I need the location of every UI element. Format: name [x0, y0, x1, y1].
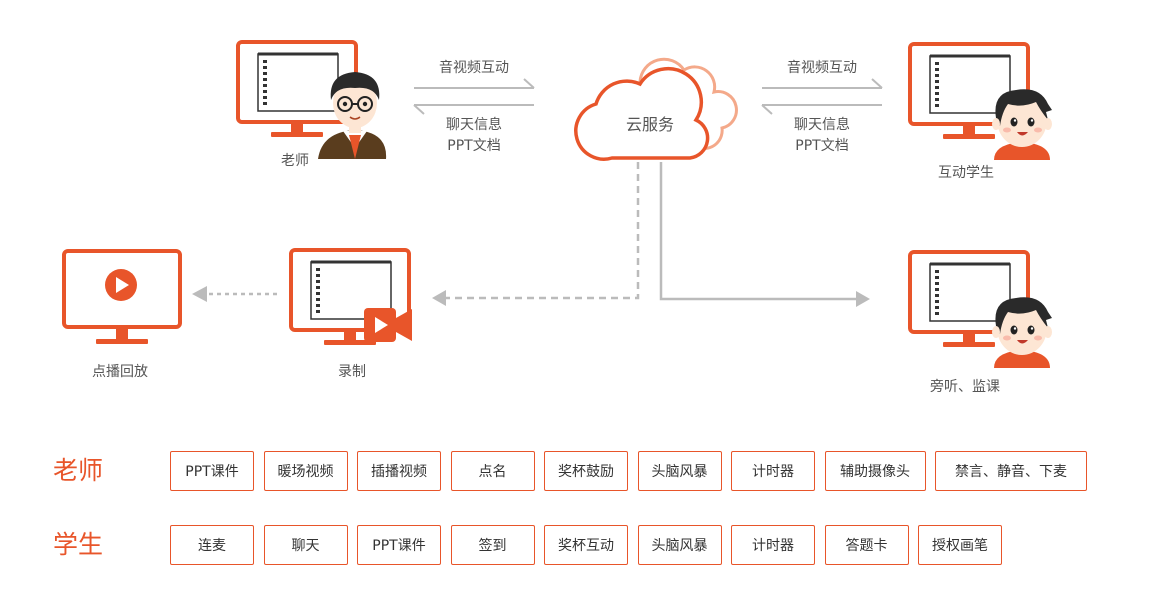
student-feature-chip: 聊天 — [263, 525, 348, 565]
student-feature-chip: PPT课件 — [357, 525, 441, 565]
video-camera-icon — [364, 308, 412, 342]
right-exchange-arrows — [761, 78, 883, 115]
link-label-av-left: 音视频互动 — [439, 60, 509, 76]
student-feature-chip: 连麦 — [170, 525, 254, 565]
teacher-feature-chip: 辅助摄像头 — [824, 451, 926, 491]
record-label: 录制 — [338, 364, 366, 380]
student-feature-chip: 签到 — [450, 525, 535, 565]
link-label-chat-left: 聊天信息 — [446, 117, 502, 133]
teacher-label: 老师 — [281, 153, 309, 169]
student-row-title: 学生 — [53, 530, 104, 559]
link-label-chat-right: 聊天信息 — [794, 117, 850, 133]
teacher-feature-chip: 插播视频 — [357, 451, 441, 491]
teacher-feature-chip: 点名 — [450, 451, 535, 491]
cloud-label: 云服务 — [625, 115, 675, 134]
audit-label: 旁听、监课 — [930, 379, 1000, 395]
teacher-feature-chip: 计时器 — [731, 451, 815, 491]
student-avatar-icon — [992, 89, 1052, 160]
student-label: 互动学生 — [938, 165, 994, 181]
play-icon — [105, 269, 137, 301]
cloud-to-record-arrow — [432, 162, 640, 306]
student-feature-chip: 头脑风暴 — [637, 525, 722, 565]
teacher-feature-chip: 奖杯鼓励 — [544, 451, 628, 491]
teacher-avatar-icon — [318, 72, 387, 159]
teacher-row-title: 老师 — [53, 456, 104, 485]
teacher-feature-chip: 禁言、静音、下麦 — [935, 451, 1087, 491]
student-feature-chip: 计时器 — [731, 525, 815, 565]
student-feature-chip: 奖杯互动 — [544, 525, 628, 565]
link-label-ppt-right: PPT文档 — [795, 138, 849, 154]
audit-avatar-icon — [992, 297, 1052, 368]
student-feature-chip: 授权画笔 — [918, 525, 1002, 565]
playback-label: 点播回放 — [92, 364, 148, 380]
cloud-icon — [574, 57, 738, 161]
teacher-feature-chip: 暖场视频 — [263, 451, 348, 491]
left-exchange-arrows — [413, 78, 535, 115]
record-to-playback-arrow — [192, 286, 277, 302]
link-label-ppt-left: PPT文档 — [447, 138, 501, 154]
teacher-feature-chip: 头脑风暴 — [637, 451, 722, 491]
student-feature-chip: 答题卡 — [824, 525, 909, 565]
cloud-to-audit-arrow — [659, 162, 870, 307]
teacher-feature-chip: PPT课件 — [170, 451, 254, 491]
link-label-av-right: 音视频互动 — [787, 60, 857, 76]
